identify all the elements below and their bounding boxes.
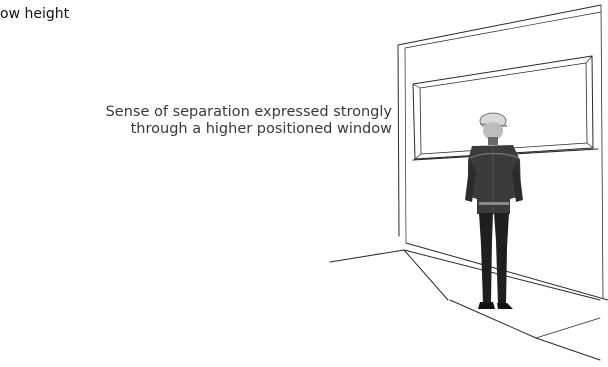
wall-left-edge [398,45,399,236]
floor-left-line [330,250,448,300]
person-left-shoe [478,302,495,309]
person-belt [479,202,509,205]
wall-bottom-edge [406,243,608,300]
wall-right-edge [601,5,603,298]
person-right-shoe [497,303,513,309]
person-neck [488,137,498,145]
person-left-leg [479,213,493,304]
person-right-leg [494,213,509,305]
window-outer-frame [413,56,593,159]
wall-top-edge [398,5,601,45]
standing-person-figure [465,113,523,309]
window-inner-frame [420,63,587,154]
wall-left-edge-double [405,48,406,243]
floor-front-line [450,300,600,360]
floor-corner-line [536,318,600,338]
wall-top-edge-double [405,12,601,48]
